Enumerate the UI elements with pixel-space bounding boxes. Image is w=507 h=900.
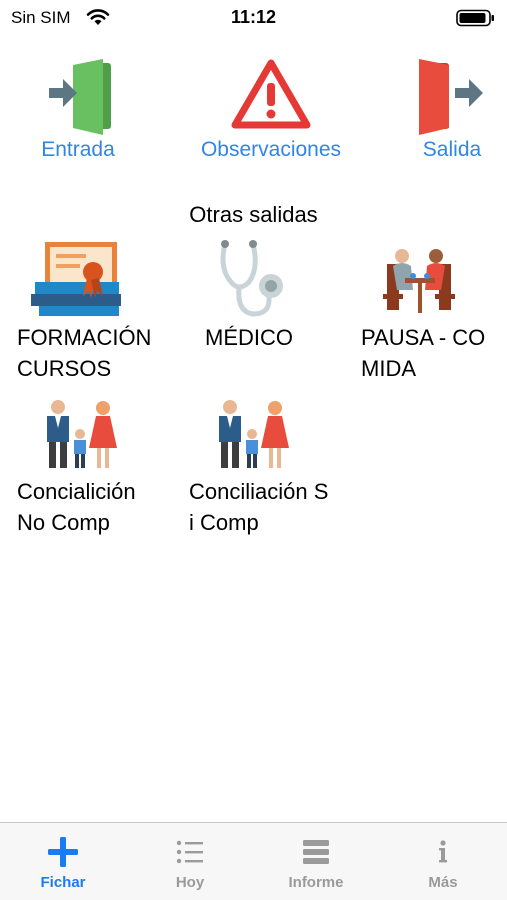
tab-label: Hoy	[175, 874, 205, 891]
stethoscope-icon	[220, 240, 283, 317]
option-medico[interactable]: MÉDICO	[205, 238, 315, 353]
exit-door-icon	[419, 59, 483, 135]
family-icon	[47, 400, 117, 468]
entry-door-icon	[49, 59, 111, 135]
meal-break-icon	[383, 249, 455, 313]
tab-informe[interactable]: Informe	[253, 823, 379, 900]
option-label: Conciliación Si Comp	[189, 479, 329, 535]
tab-hoy[interactable]: Hoy	[127, 823, 253, 900]
option-label: Concialición No Comp	[17, 479, 136, 535]
option-pausa-comida[interactable]: PAUSA - COMIDA	[361, 238, 491, 384]
clock: 11:12	[230, 7, 277, 27]
tab-label: Más	[428, 874, 458, 891]
option-formacion-cursos[interactable]: FORMACIÓN CURSOS	[17, 238, 157, 384]
report-icon	[303, 840, 329, 864]
observations-button[interactable]: Observaciones	[186, 55, 356, 162]
option-label: MÉDICO	[205, 325, 293, 350]
family-icon	[219, 400, 289, 468]
info-icon	[439, 840, 447, 863]
warning-icon	[231, 59, 311, 129]
status-bar: Sin SIM 11:12	[0, 0, 507, 36]
option-conciliacion-no-comp[interactable]: Concialición No Comp	[17, 398, 157, 538]
carrier-label: Sin SIM	[11, 8, 71, 27]
tab-label: Informe	[288, 874, 344, 891]
tab-mas[interactable]: Más	[380, 823, 506, 900]
entry-label: Entrada	[41, 138, 115, 161]
observations-label: Observaciones	[200, 138, 342, 161]
other-exits-title: Otras salidas	[189, 202, 318, 227]
option-label: FORMACIÓN CURSOS	[17, 325, 152, 381]
tab-bar: Fichar Hoy Informe Más	[0, 822, 507, 900]
option-label: PAUSA - COMIDA	[361, 325, 486, 381]
plus-icon	[48, 837, 78, 867]
entry-button[interactable]: Entrada	[28, 55, 128, 162]
option-conciliacion-si-comp[interactable]: Conciliación Si Comp	[189, 398, 329, 538]
tab-fichar[interactable]: Fichar	[0, 823, 126, 900]
wifi-icon	[86, 9, 110, 25]
exit-button[interactable]: Salida	[408, 55, 496, 162]
exit-label: Salida	[422, 138, 482, 161]
list-icon	[176, 840, 203, 864]
tab-label: Fichar	[40, 874, 86, 891]
certificate-icon	[31, 242, 121, 316]
battery-icon	[456, 9, 494, 27]
